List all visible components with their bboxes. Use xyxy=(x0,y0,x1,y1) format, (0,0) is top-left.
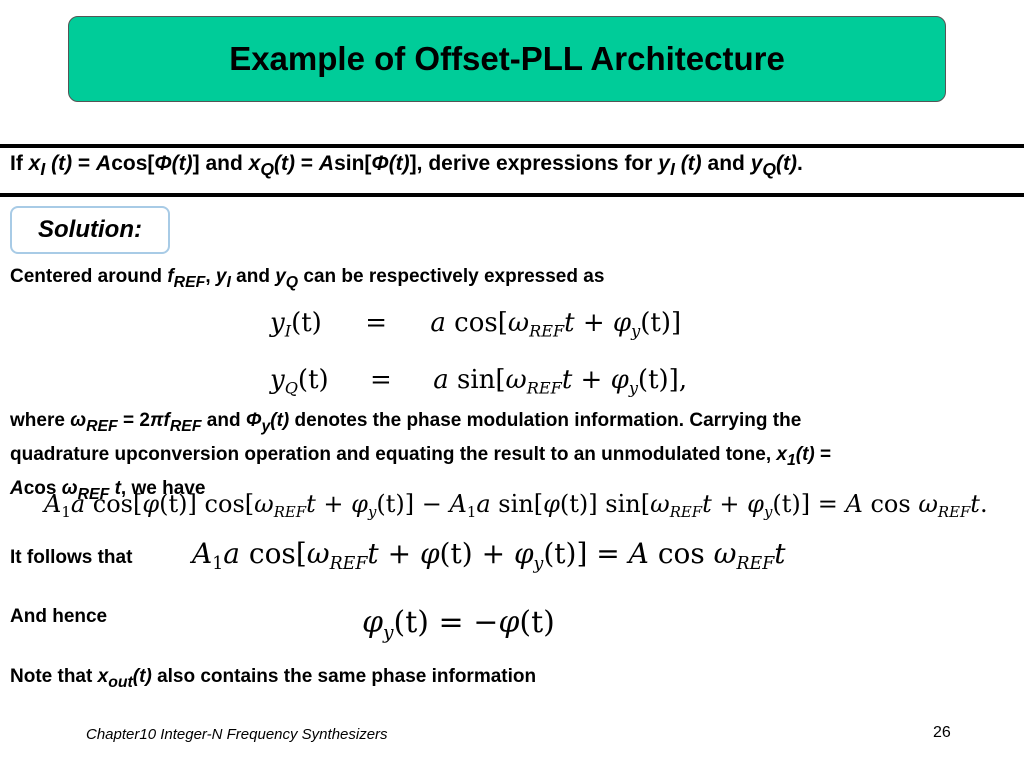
solution-box: Solution: xyxy=(10,206,170,254)
note-paragraph: Note that xout(t) also contains the same… xyxy=(10,666,537,691)
equation-yQ: yQ(t) = a sin[ωREFt + φy(t)], xyxy=(270,365,688,398)
equation-follows: A1a cos[ωREFt + φ(t) + φy(t)] = A cos ωR… xyxy=(192,537,786,575)
intro-paragraph: Centered around fREF, yI and yQ can be r… xyxy=(10,266,605,291)
equation-yI: yI(t) = a cos[ωREFt + φy(t)] xyxy=(270,308,682,341)
title-banner: Example of Offset-PLL Architecture xyxy=(68,16,946,102)
slide-title: Example of Offset-PLL Architecture xyxy=(229,40,785,77)
solution-label: Solution: xyxy=(38,216,142,243)
hence-label: And hence xyxy=(10,606,108,627)
question-text: If xI (t) = Acos[Φ(t)] and xQ(t) = Asin[… xyxy=(10,152,803,180)
equation-hence: φy(t) = −φ(t) xyxy=(362,605,555,644)
bottom-rule xyxy=(0,193,1024,197)
page-number: 26 xyxy=(933,724,951,741)
footer-chapter: Chapter10 Integer-N Frequency Synthesize… xyxy=(86,726,388,743)
where-paragraph: where ωREF = 2πfREF and Φy(t) denotes th… xyxy=(10,410,832,503)
equation-upconversion: A1a cos[φ(t)] cos[ωREFt + φy(t)] − A1a s… xyxy=(44,490,988,522)
follows-label: It follows that xyxy=(10,547,133,568)
top-rule xyxy=(0,144,1024,148)
